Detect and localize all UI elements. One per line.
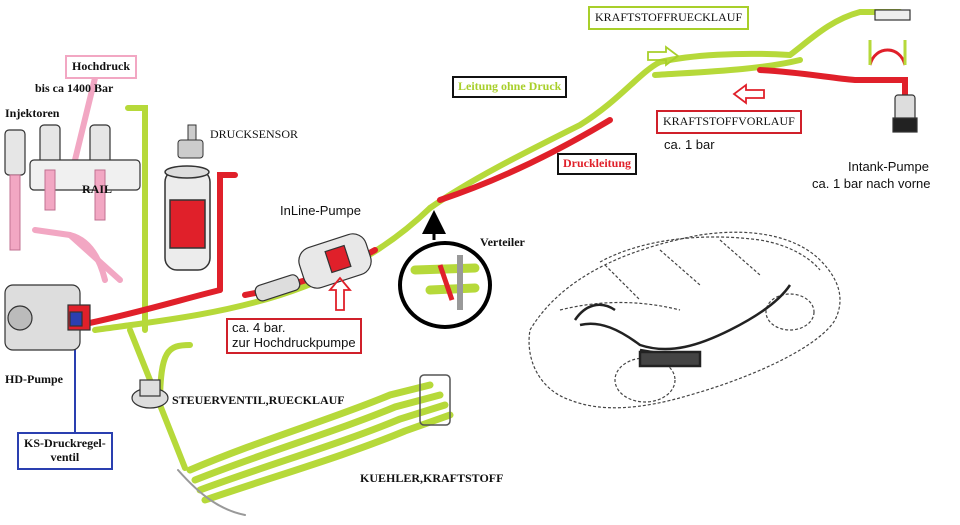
label-hd-pumpe: HD-Pumpe xyxy=(5,372,63,386)
car-fuel-lines xyxy=(573,284,792,368)
label-verteiler: Verteiler xyxy=(480,235,525,249)
distributor-detail xyxy=(398,241,492,329)
label-ca-1-bar: ca. 1 bar xyxy=(664,137,715,152)
injectors xyxy=(4,124,141,191)
high-pressure-pink-lines xyxy=(32,75,123,283)
label-injektoren: Injektoren xyxy=(5,106,60,120)
label-druckleitung: Druckleitung xyxy=(557,153,638,175)
label-ks-druckregelventil-line2: ventil xyxy=(50,449,80,464)
control-valve xyxy=(131,379,169,409)
flow-arrows xyxy=(328,45,765,311)
label-kraftstoffruecklauf: KRAFTSTOFFRUECKLAUF xyxy=(588,6,750,30)
label-ks-druckregelventil: KS-Druckregel- ventil xyxy=(17,432,113,470)
pressure-sensor xyxy=(177,124,204,159)
injector-tips xyxy=(9,169,106,251)
label-ca-4-bar-line1: ca. 4 bar. xyxy=(232,320,286,335)
label-steuerventil: STEUERVENTIL,RUECKLAUF xyxy=(172,393,345,407)
fuel-filter xyxy=(164,165,211,271)
label-rail: RAIL xyxy=(82,182,113,196)
label-ks-druckregelventil-line1: KS-Druckregel- xyxy=(24,436,106,450)
inline-pump xyxy=(254,233,372,302)
label-ca-4-bar: ca. 4 bar. zur Hochdruckpumpe xyxy=(226,318,362,354)
label-bis-1400-bar: bis ca 1400 Bar xyxy=(35,81,114,95)
car-sketch xyxy=(528,231,841,409)
hd-pump xyxy=(4,284,91,351)
label-intank-pumpe: Intank-Pumpe xyxy=(848,159,929,174)
label-hochdruck: Hochdruck xyxy=(65,55,138,79)
fuel-cooler xyxy=(177,374,454,516)
intank-pump xyxy=(868,9,918,133)
label-kraftstoffvorlauf: KRAFTSTOFFVORLAUF xyxy=(656,110,802,134)
label-intank-pumpe-pressure: ca. 1 bar nach vorne xyxy=(812,176,931,191)
label-drucksensor: DRUCKSENSOR xyxy=(210,127,299,141)
label-leitung-ohne-druck: Leitung ohne Druck xyxy=(452,76,568,98)
label-inline-pumpe: InLine-Pumpe xyxy=(280,203,361,218)
label-kuehler: KUEHLER,KRAFTSTOFF xyxy=(360,471,504,485)
label-ca-4-bar-line2: zur Hochdruckpumpe xyxy=(232,334,356,350)
